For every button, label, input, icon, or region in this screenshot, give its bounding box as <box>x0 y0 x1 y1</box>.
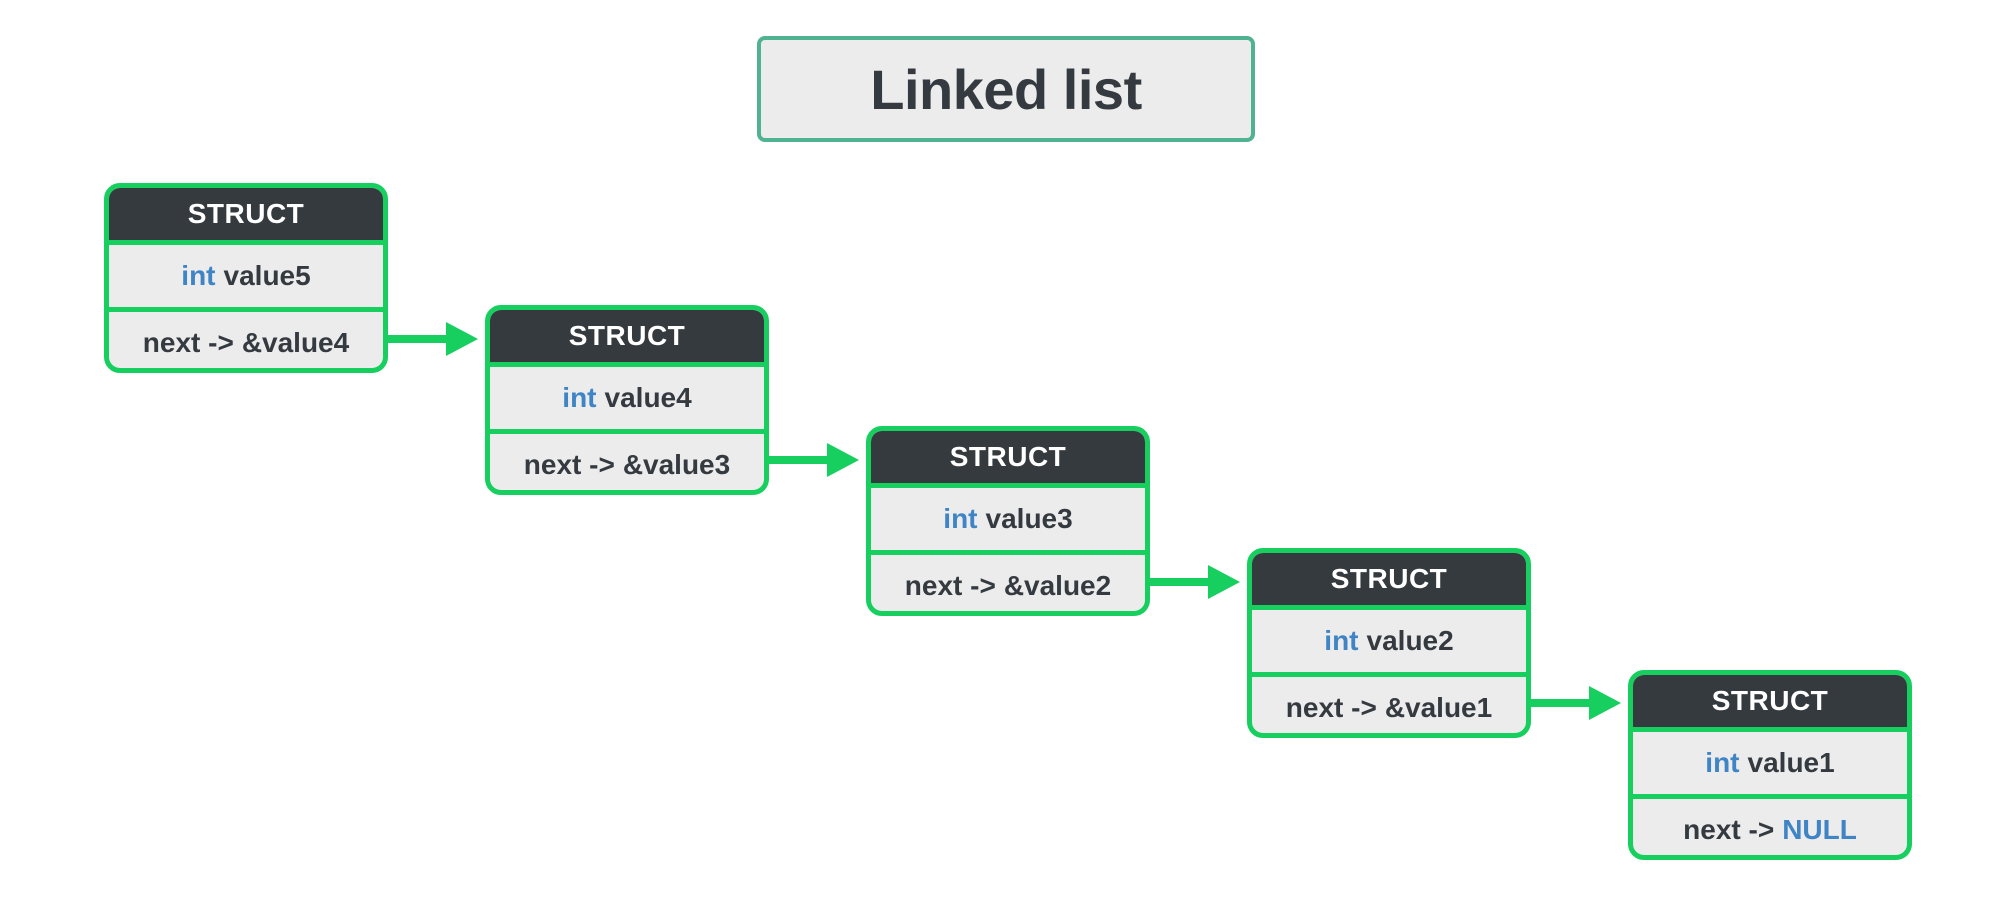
next-label: next -> <box>1285 692 1377 723</box>
type-keyword: int <box>562 382 597 413</box>
variable-name: value5 <box>223 260 311 291</box>
variable-name: value3 <box>985 503 1073 534</box>
next-target: &value4 <box>241 327 350 358</box>
next-target: &value3 <box>622 449 731 480</box>
variable-name: value1 <box>1747 747 1835 778</box>
next-target: &value1 <box>1384 692 1493 723</box>
next-pointer-field: next ->&value1 <box>1252 677 1526 733</box>
next-label: next -> <box>523 449 615 480</box>
struct-header: STRUCT <box>871 431 1145 488</box>
next-pointer-field: next ->&value3 <box>490 434 764 490</box>
variable-name: value2 <box>1366 625 1454 656</box>
next-target: &value2 <box>1003 570 1112 601</box>
next-pointer-field: next ->&value2 <box>871 555 1145 611</box>
struct-header: STRUCT <box>1633 675 1907 732</box>
next-arrow-icon <box>1150 565 1240 599</box>
type-keyword: int <box>943 503 978 534</box>
next-arrow-icon <box>769 443 859 477</box>
next-pointer-field: next ->NULL <box>1633 799 1907 855</box>
type-keyword: int <box>1705 747 1740 778</box>
next-label: next -> <box>1683 814 1775 845</box>
struct-header: STRUCT <box>1252 553 1526 610</box>
next-arrow-icon <box>1531 686 1621 720</box>
diagram-title: Linked list <box>870 57 1142 121</box>
type-keyword: int <box>181 260 216 291</box>
next-target-null: NULL <box>1782 814 1857 845</box>
next-label: next -> <box>142 327 234 358</box>
title-box: Linked list <box>757 36 1255 142</box>
next-label: next -> <box>904 570 996 601</box>
struct-header: STRUCT <box>109 188 383 245</box>
next-arrow-icon <box>388 322 478 356</box>
next-pointer-field: next ->&value4 <box>109 312 383 368</box>
struct-header: STRUCT <box>490 310 764 367</box>
type-keyword: int <box>1324 625 1359 656</box>
variable-name: value4 <box>604 382 692 413</box>
